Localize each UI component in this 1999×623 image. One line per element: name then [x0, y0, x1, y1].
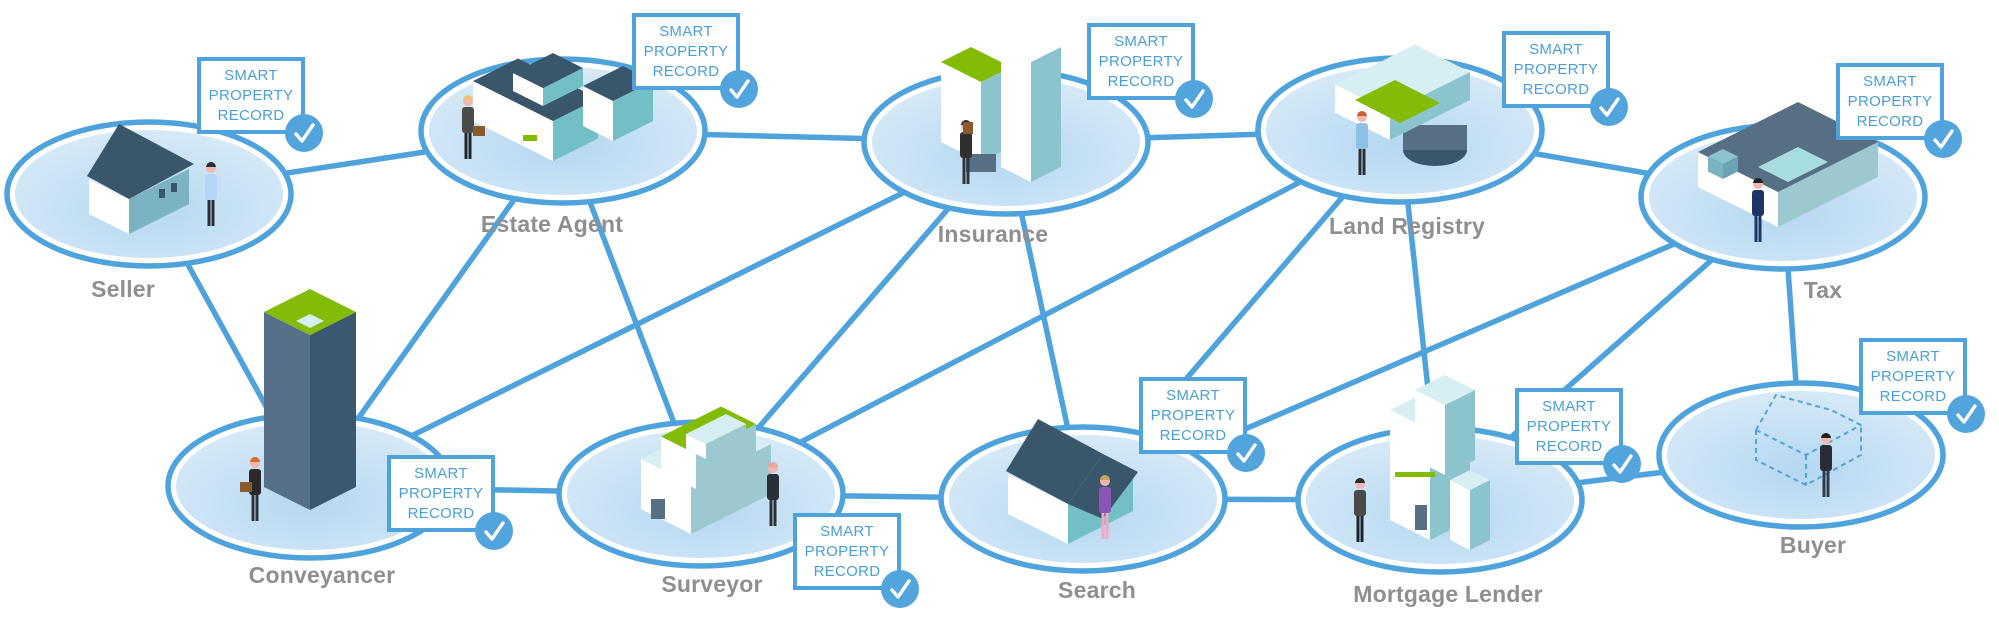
node-mortgage-lender — [1295, 375, 1585, 575]
house-icon — [87, 124, 194, 234]
node-search — [938, 419, 1228, 574]
brick-tower-icon — [941, 32, 1061, 182]
bank-tower-icon — [1390, 375, 1490, 550]
node-label-surveyor: Surveyor — [661, 571, 763, 597]
node-land-registry — [1255, 44, 1545, 205]
person-icon — [1099, 475, 1111, 539]
person-icon — [767, 462, 779, 526]
person-icon — [1356, 111, 1368, 175]
check-circle-icon — [475, 512, 513, 550]
node-label-insurance: Insurance — [937, 221, 1049, 247]
check-circle-icon — [1947, 395, 1985, 433]
nodes-layer — [4, 32, 1946, 575]
node-estate-agent — [418, 53, 708, 206]
check-circle-icon — [720, 70, 758, 108]
check-circle-icon — [1603, 445, 1641, 483]
person-icon — [1820, 433, 1832, 497]
node-surveyor — [556, 406, 846, 569]
office-building-icon — [473, 53, 653, 161]
node-label-seller: Seller — [91, 276, 155, 302]
check-circle-icon — [1175, 80, 1213, 118]
node-label-search: Search — [1058, 577, 1136, 603]
node-platform — [1667, 391, 1935, 519]
check-circle-icon — [1924, 120, 1962, 158]
node-insurance — [861, 32, 1151, 217]
edge-insurance-conveyancer — [308, 139, 1008, 489]
person-icon — [205, 162, 217, 226]
node-label-conveyancer: Conveyancer — [248, 562, 396, 588]
check-circle-icon — [285, 114, 323, 152]
check-circle-icon — [1590, 88, 1628, 126]
person-icon — [462, 95, 474, 159]
node-label-tax: Tax — [1803, 277, 1843, 303]
node-label-buyer: Buyer — [1779, 532, 1847, 558]
node-label-estate-agent: Estate Agent — [480, 211, 624, 237]
registry-building-icon — [1335, 44, 1470, 166]
stepped-building-icon — [641, 406, 771, 534]
node-conveyancer — [165, 289, 455, 561]
briefcase-icon — [473, 126, 485, 136]
node-label-mortgage-lender: Mortgage Lender — [1353, 581, 1543, 607]
clipboard-icon — [963, 122, 973, 134]
check-circle-icon — [881, 570, 919, 608]
node-tax — [1638, 102, 1928, 272]
skyscraper-icon — [264, 289, 356, 510]
node-seller — [4, 119, 294, 269]
person-icon — [1354, 478, 1366, 542]
dashed-house-outline-icon — [1755, 393, 1862, 487]
briefcase-icon — [240, 482, 252, 492]
edge-land-registry-surveyor — [699, 127, 1402, 497]
node-label-land-registry: Land Registry — [1329, 213, 1485, 239]
node-buyer — [1656, 380, 1946, 530]
person-icon — [1752, 178, 1764, 242]
check-circle-icon — [1227, 434, 1265, 472]
